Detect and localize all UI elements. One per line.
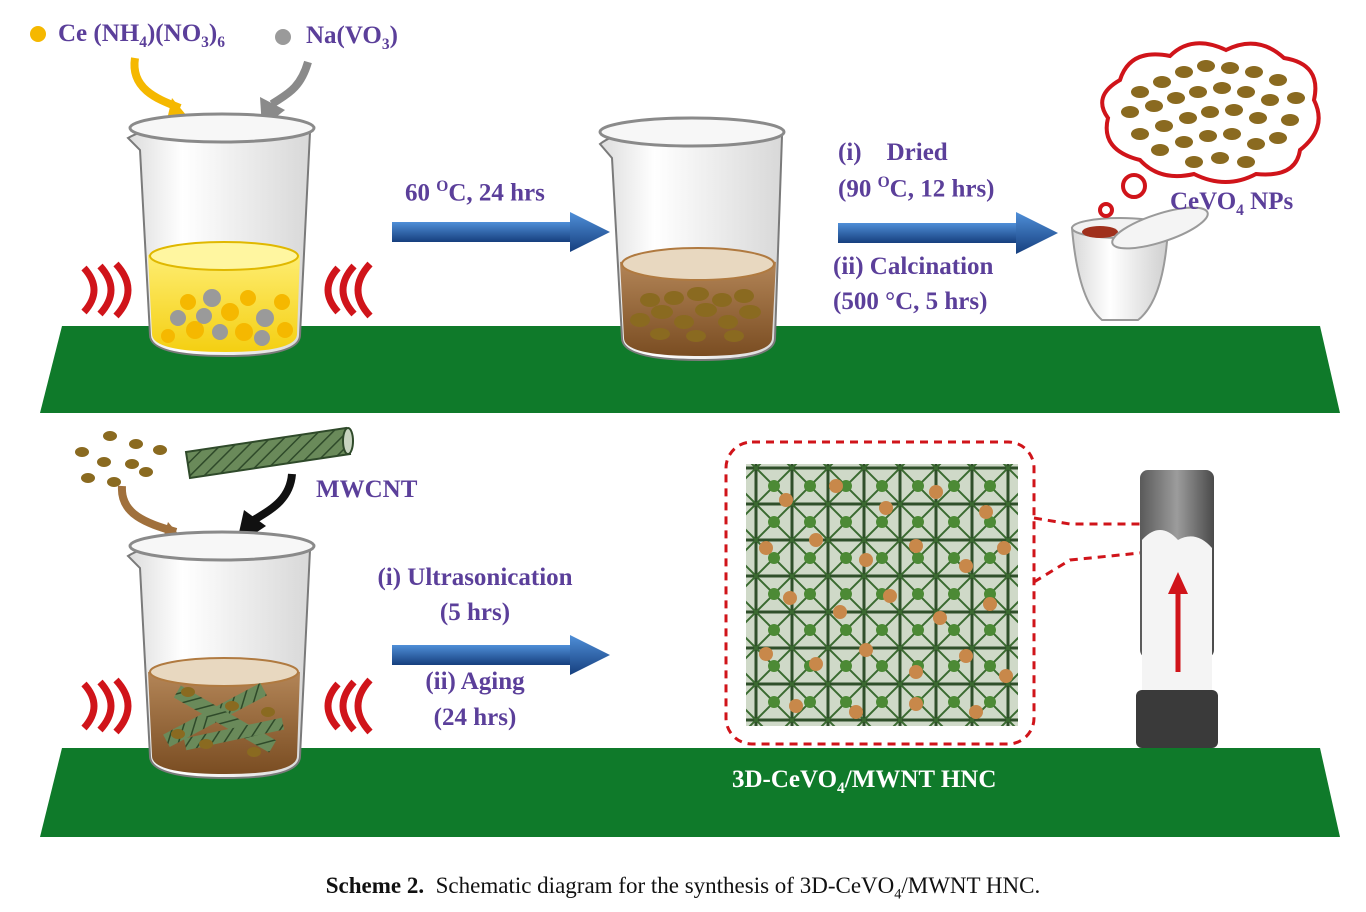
crucible-lid	[1111, 206, 1209, 250]
v-particle-icon	[275, 29, 291, 45]
beaker-intermediate	[598, 116, 786, 362]
mwcnt-addition-arrow	[251, 473, 296, 524]
precipitate-particles	[630, 287, 761, 342]
caption-text: Schematic diagram for the synthesis of 3…	[435, 873, 1041, 903]
product1-label: CeVO4 NPs	[1170, 188, 1294, 219]
hnc-structure-panel	[724, 440, 1151, 746]
process-arrow-3	[392, 635, 610, 675]
step2-dried-label: (i) Dried	[838, 139, 948, 166]
v-salt-text: Na(VO3)	[306, 22, 398, 53]
step3-ultrasonication: (i) Ultrasonication	[377, 564, 573, 591]
product2-label: 3D-CeVO4/MWNT HNC	[732, 766, 997, 797]
v-addition-arrow	[269, 60, 312, 108]
crucible	[1070, 206, 1209, 321]
mwcnt-label: MWCNT	[316, 476, 418, 503]
step3-aging-time: (24 hrs)	[433, 704, 517, 731]
reagent-legend	[30, 26, 291, 45]
thought-bubbles	[1098, 173, 1147, 218]
v-salt-label: Na(VO3)	[306, 22, 398, 54]
ultrasound-waves-left-2	[81, 677, 132, 735]
hnc-particles	[759, 479, 1013, 719]
ultrasound-waves-right-2	[324, 677, 373, 735]
vial	[1136, 470, 1218, 748]
ultrasound-waves-right-1	[324, 261, 373, 319]
lab-bench-bottom	[40, 748, 1340, 837]
step3-aging: (ii) Aging	[425, 668, 525, 695]
cevo4-nanoparticle-cloud	[1100, 41, 1321, 184]
mixed-particles	[161, 289, 293, 346]
step1-condition: 60 OC, 24 hrs	[405, 178, 545, 207]
ultrasound-waves-left-1	[81, 261, 132, 319]
ce-salt-text: Ce (NH4)(NO3)6	[58, 20, 225, 51]
process-arrow-2	[838, 212, 1058, 254]
caption-label: Scheme 2.	[325, 873, 425, 898]
process-arrow-1	[392, 212, 610, 252]
beaker-composite	[126, 530, 316, 780]
step2-dried-condition: (90 OC, 12 hrs)	[838, 174, 995, 203]
cevo4-dots	[75, 431, 167, 487]
beaker-precursor	[126, 112, 316, 358]
step2-calcination-condition: (500 °C, 5 hrs)	[833, 288, 988, 315]
step3-ultrasonication-time: (5 hrs)	[439, 599, 511, 626]
mwcnt-tube	[184, 426, 354, 480]
figure-caption: Scheme 2. Schematic diagram for the synt…	[0, 873, 1366, 904]
lab-bench-top	[40, 326, 1340, 413]
ce-salt-label: Ce (NH4)(NO3)6	[58, 20, 225, 52]
step2-calcination-label: (ii) Calcination	[833, 253, 994, 280]
ce-particle-icon	[30, 26, 46, 42]
